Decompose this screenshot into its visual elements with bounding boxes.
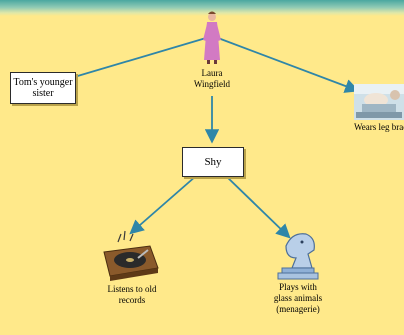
node-glass: Plays with glass animals (menagerie)	[273, 282, 323, 314]
arrow-to-glass	[225, 175, 291, 239]
center-node-laura: Laura Wingfield	[193, 68, 231, 89]
record-player-icon	[103, 230, 159, 281]
arrow-to-leg-brace	[217, 37, 360, 93]
node-records: Listens to old records	[107, 284, 157, 305]
node-shy: Shy	[182, 147, 244, 177]
arrow-to-records	[129, 175, 197, 235]
top-color-band	[0, 0, 404, 16]
leg-brace-photo-icon	[354, 84, 404, 120]
node-leg-brace: Wears leg brace	[354, 122, 404, 132]
laura-figure-icon	[203, 11, 221, 64]
arrows	[50, 37, 360, 239]
node-sister: Tom's younger sister	[10, 72, 76, 104]
arrow-to-sister	[50, 37, 207, 87]
glass-horse-icon	[277, 233, 319, 280]
